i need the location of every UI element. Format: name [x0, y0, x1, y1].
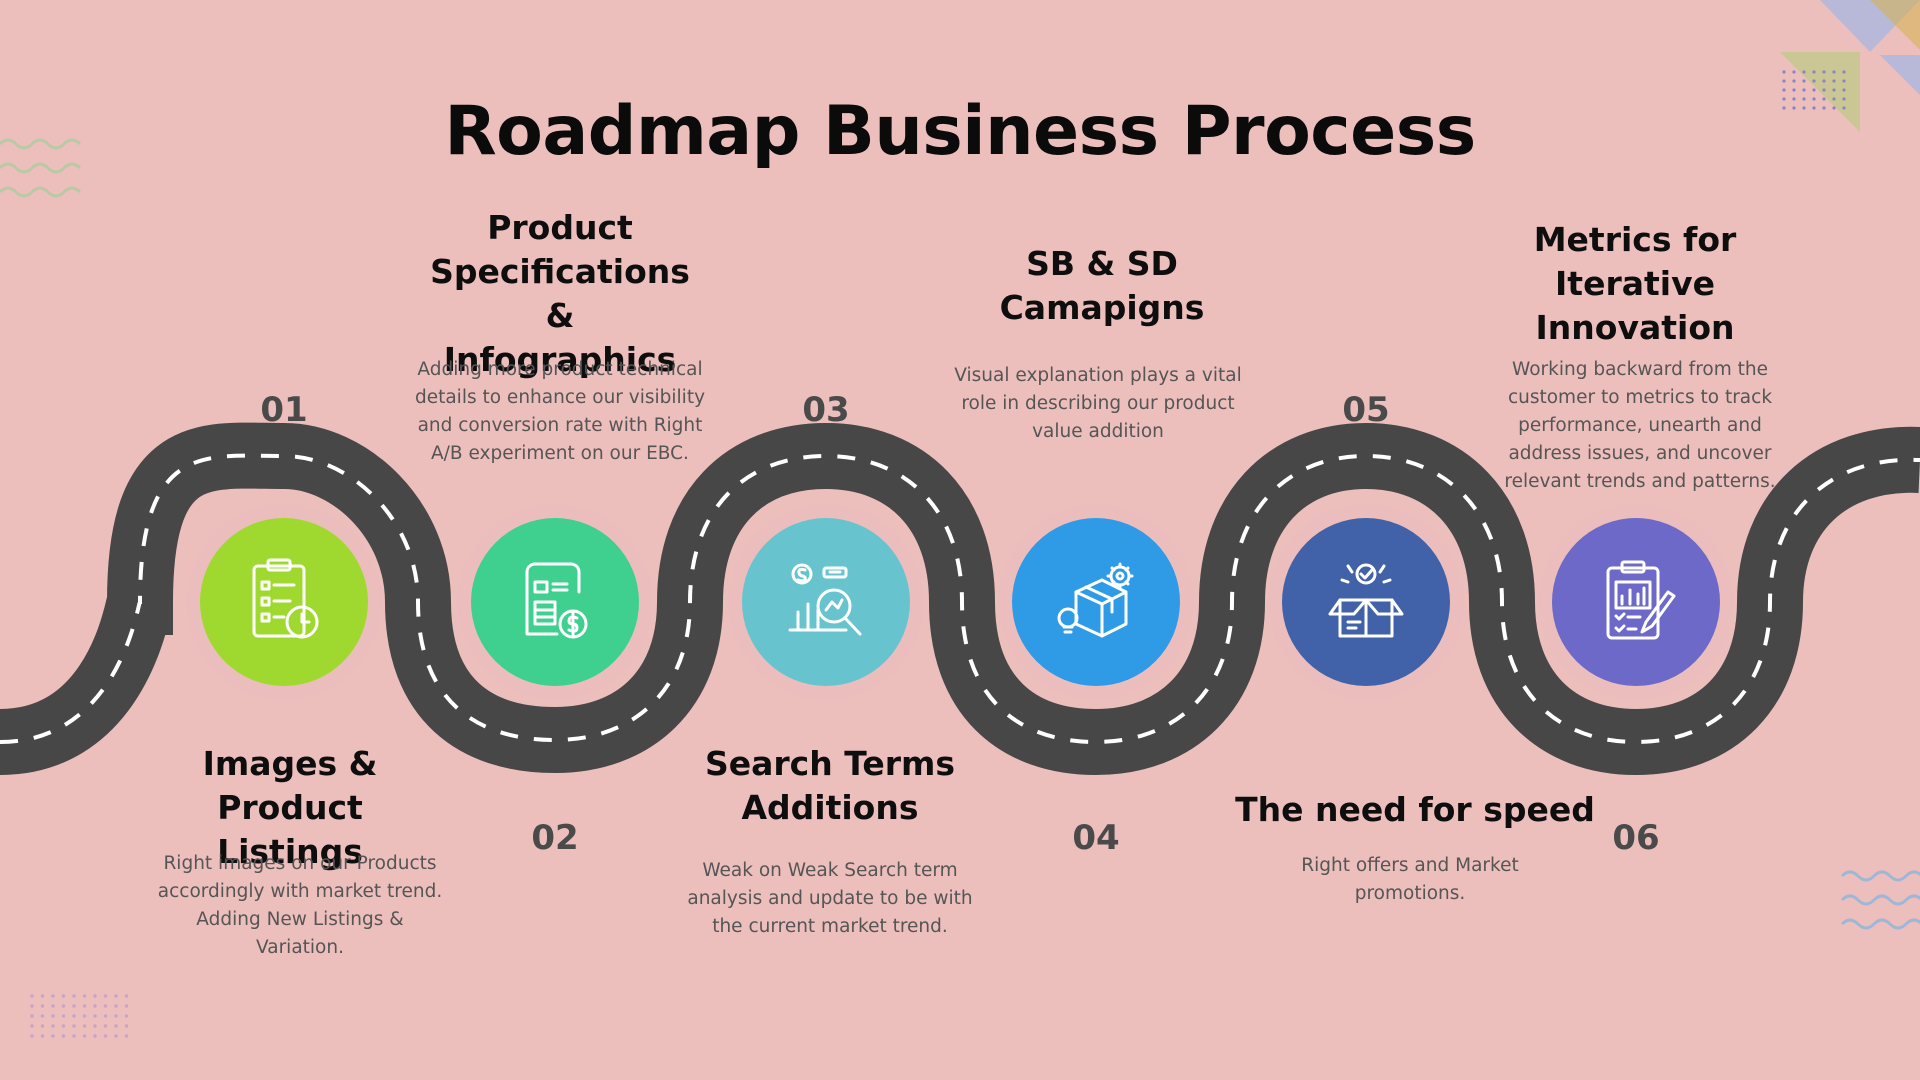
step-circle [742, 518, 910, 686]
step-description-line: Weak on Weak Search term [702, 860, 958, 881]
step-description-line: details to enhance our visibility [414, 387, 706, 408]
step-heading-line: Specifications & [430, 252, 690, 335]
step-description: Working backward from the customer to met… [1490, 356, 1790, 496]
document-dollar-icon [525, 562, 588, 639]
step-description: Right offers and Market promotions. [1260, 852, 1560, 908]
page-title: Roadmap Business Process [444, 92, 1476, 171]
step-number: 03 [802, 390, 850, 430]
step-circle [1282, 518, 1450, 686]
step-heading-line: The need for speed [1235, 790, 1595, 829]
step-description-line: performance, unearth and [1518, 415, 1762, 436]
step-description-line: Adding New Listings & [196, 909, 404, 930]
step-heading-line: Metrics for [1533, 220, 1737, 259]
open-box-check-icon [1328, 563, 1404, 638]
analytics-search-icon [788, 563, 862, 636]
step-heading-line: Iterative [1555, 264, 1715, 303]
step-description-line: Right images on our Products [163, 853, 437, 874]
step-heading-line: Search Terms [704, 744, 956, 783]
wave-decoration-bottom-right [1840, 870, 1920, 930]
step-description-line: role in describing our product [961, 393, 1235, 414]
step-number: 06 [1612, 818, 1660, 858]
step-heading-line: Infographics [443, 340, 677, 379]
step-heading-line: Camapigns [999, 288, 1205, 327]
step-heading-line: Images & [202, 744, 378, 783]
triangle-decoration-top-right [1780, 0, 1920, 132]
step-description-line: value addition [1032, 421, 1164, 442]
step-heading-line: Product [487, 208, 633, 247]
step-heading: Images & Product Listings [140, 742, 440, 874]
step-heading-line: Innovation [1535, 308, 1735, 347]
step-description-line: customer to metrics to track [1507, 387, 1773, 408]
box-gear-bulb-icon [1057, 562, 1134, 638]
step-description-line: Right offers and Market [1301, 855, 1519, 876]
step-description-line: promotions. [1354, 883, 1466, 904]
step-description-line: and conversion rate with Right [417, 415, 703, 436]
step-circle [1552, 518, 1720, 686]
step-description-line: address issues, and uncover [1508, 443, 1772, 464]
step-description-line: Visual explanation plays a vital [954, 365, 1242, 386]
clipboard-chart-pencil-icon [1606, 560, 1676, 640]
step-description-line: the current market trend. [712, 916, 948, 937]
step-description-line: relevant trends and patterns. [1504, 471, 1776, 492]
step-heading-line: SB & SD [1026, 244, 1178, 283]
wave-decoration-top-left [0, 138, 82, 198]
step-description-line: accordingly with market trend. [157, 881, 443, 902]
step-heading-line: Additions [741, 788, 919, 827]
step-description-line: analysis and update to be with [687, 888, 973, 909]
step-heading: SB & SD Camapigns [952, 242, 1252, 330]
step-number: 01 [260, 390, 308, 430]
checklist-clock-icon [252, 558, 319, 639]
step-description-line: A/B experiment on our EBC. [431, 443, 689, 464]
step-number: 04 [1072, 818, 1120, 858]
step-circle [471, 518, 639, 686]
step-description-line: Variation. [256, 937, 344, 958]
step-description: Right images on our Products accordingly … [150, 850, 450, 962]
dot-grid-decoration-bottom-left [30, 994, 129, 1038]
step-circle [200, 518, 368, 686]
step-heading: The need for speed [1230, 788, 1600, 832]
step-description: Adding more product technical details to … [410, 356, 710, 468]
step-description-line: Working backward from the [1512, 359, 1768, 380]
step-heading-line: Product Listings [217, 788, 363, 871]
step-description: Visual explanation plays a vital role in … [948, 362, 1248, 446]
step-number: 02 [531, 818, 579, 858]
step-circle [1012, 518, 1180, 686]
step-description: Weak on Weak Search term analysis and upd… [680, 857, 980, 941]
step-description-line: Adding more product technical [417, 359, 703, 380]
step-number: 05 [1342, 390, 1390, 430]
